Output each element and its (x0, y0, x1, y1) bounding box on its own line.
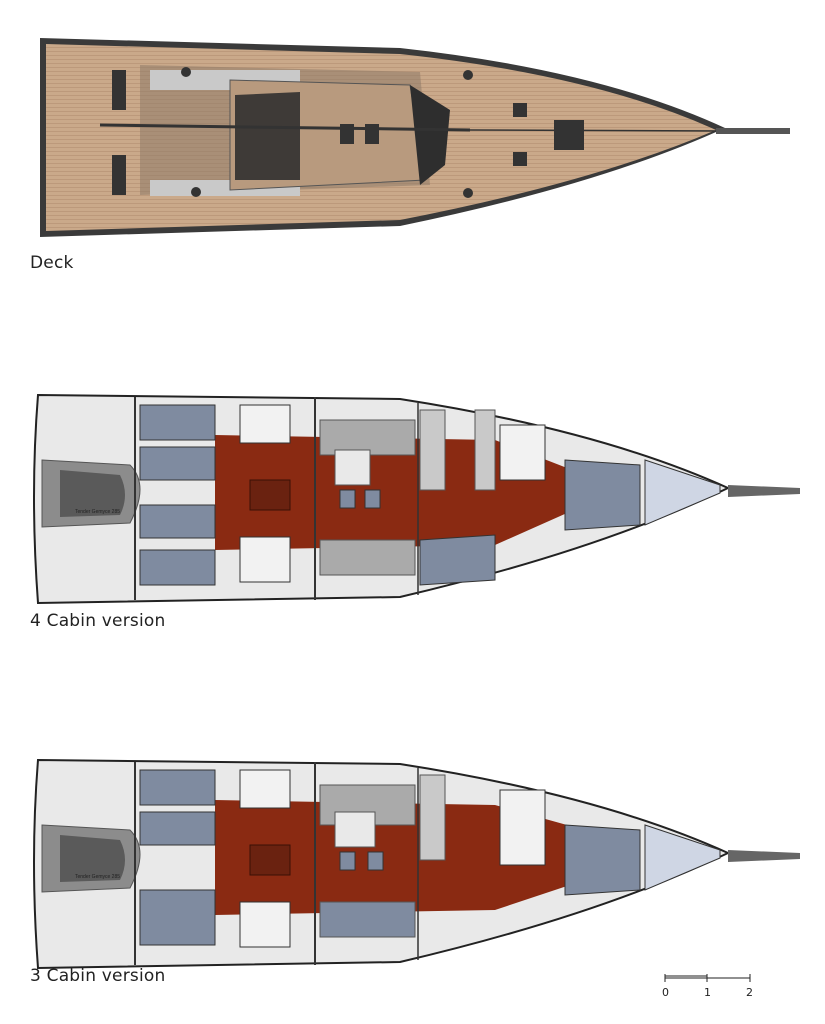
forepeak (644, 459, 721, 526)
scale-tick-2: 2 (746, 986, 753, 999)
four-cabin-tender-label: Tender Gemyce 285 (75, 509, 120, 515)
winch-stbd (112, 155, 126, 195)
companionway (235, 92, 300, 180)
scale-bar-graphic (664, 974, 751, 982)
head-3-aft-port (239, 769, 291, 809)
saloon-table-3 (334, 811, 376, 848)
bowsprit-4 (728, 485, 800, 497)
bowsprit (716, 128, 790, 134)
head-fwd (499, 424, 546, 481)
deck-plan: Deck (0, 0, 825, 280)
traveller (99, 123, 471, 132)
three-cabin-plan: Tender Gemyce 285 3 Cabin version (0, 750, 825, 1000)
berth-3-aft-port-1 (139, 769, 216, 806)
deck-caption: Deck (30, 253, 74, 273)
berth-aft-stbd-1 (139, 504, 216, 539)
galley (419, 409, 446, 491)
three-cabin-tender-label: Tender Gemyce 285 (75, 874, 120, 880)
four-cabin-plan: Tender Gemyce 285 4 Cabin (0, 385, 825, 635)
berth-aft-port-1 (139, 404, 216, 441)
saloon-settee-stbd (319, 539, 416, 576)
berth-3-aft-stbd (139, 889, 216, 946)
scale-bar: 0 1 2 (660, 970, 760, 1010)
berth-stbd-mid (419, 534, 496, 586)
centerline (469, 129, 726, 132)
saloon-settee-3-stbd (319, 901, 416, 938)
head-3-aft-stbd (239, 901, 291, 948)
deck-drawing (40, 38, 790, 237)
berth-3-fwd (564, 824, 641, 896)
berth-aft-port-2 (139, 446, 216, 481)
forehatch (554, 120, 584, 150)
head-aft-stbd (239, 536, 291, 583)
saloon-table (334, 449, 371, 486)
four-cabin-caption: 4 Cabin version (30, 611, 166, 631)
companionway-stairs-3 (249, 844, 291, 876)
bowsprit-3 (728, 850, 800, 862)
scale-tick-1: 1 (704, 986, 711, 999)
winch-port (112, 70, 126, 110)
scale-tick-0: 0 (662, 986, 669, 999)
berth-3-aft-port-2 (139, 811, 216, 846)
berth-fwd (564, 459, 641, 531)
three-cabin-sole (215, 800, 585, 915)
three-cabin-caption: 3 Cabin version (30, 966, 166, 986)
four-cabin-drawing: Tender Gemyce 285 (33, 393, 800, 605)
mast-shadow (410, 85, 450, 185)
three-cabin-drawing: Tender Gemyce 285 (33, 758, 800, 970)
forepeak-3 (644, 824, 721, 891)
companionway-stairs (249, 479, 291, 511)
head-aft-port (239, 404, 291, 444)
head-3-fwd (499, 789, 546, 866)
berth-aft-stbd-2 (139, 549, 216, 586)
galley-3 (419, 774, 446, 861)
